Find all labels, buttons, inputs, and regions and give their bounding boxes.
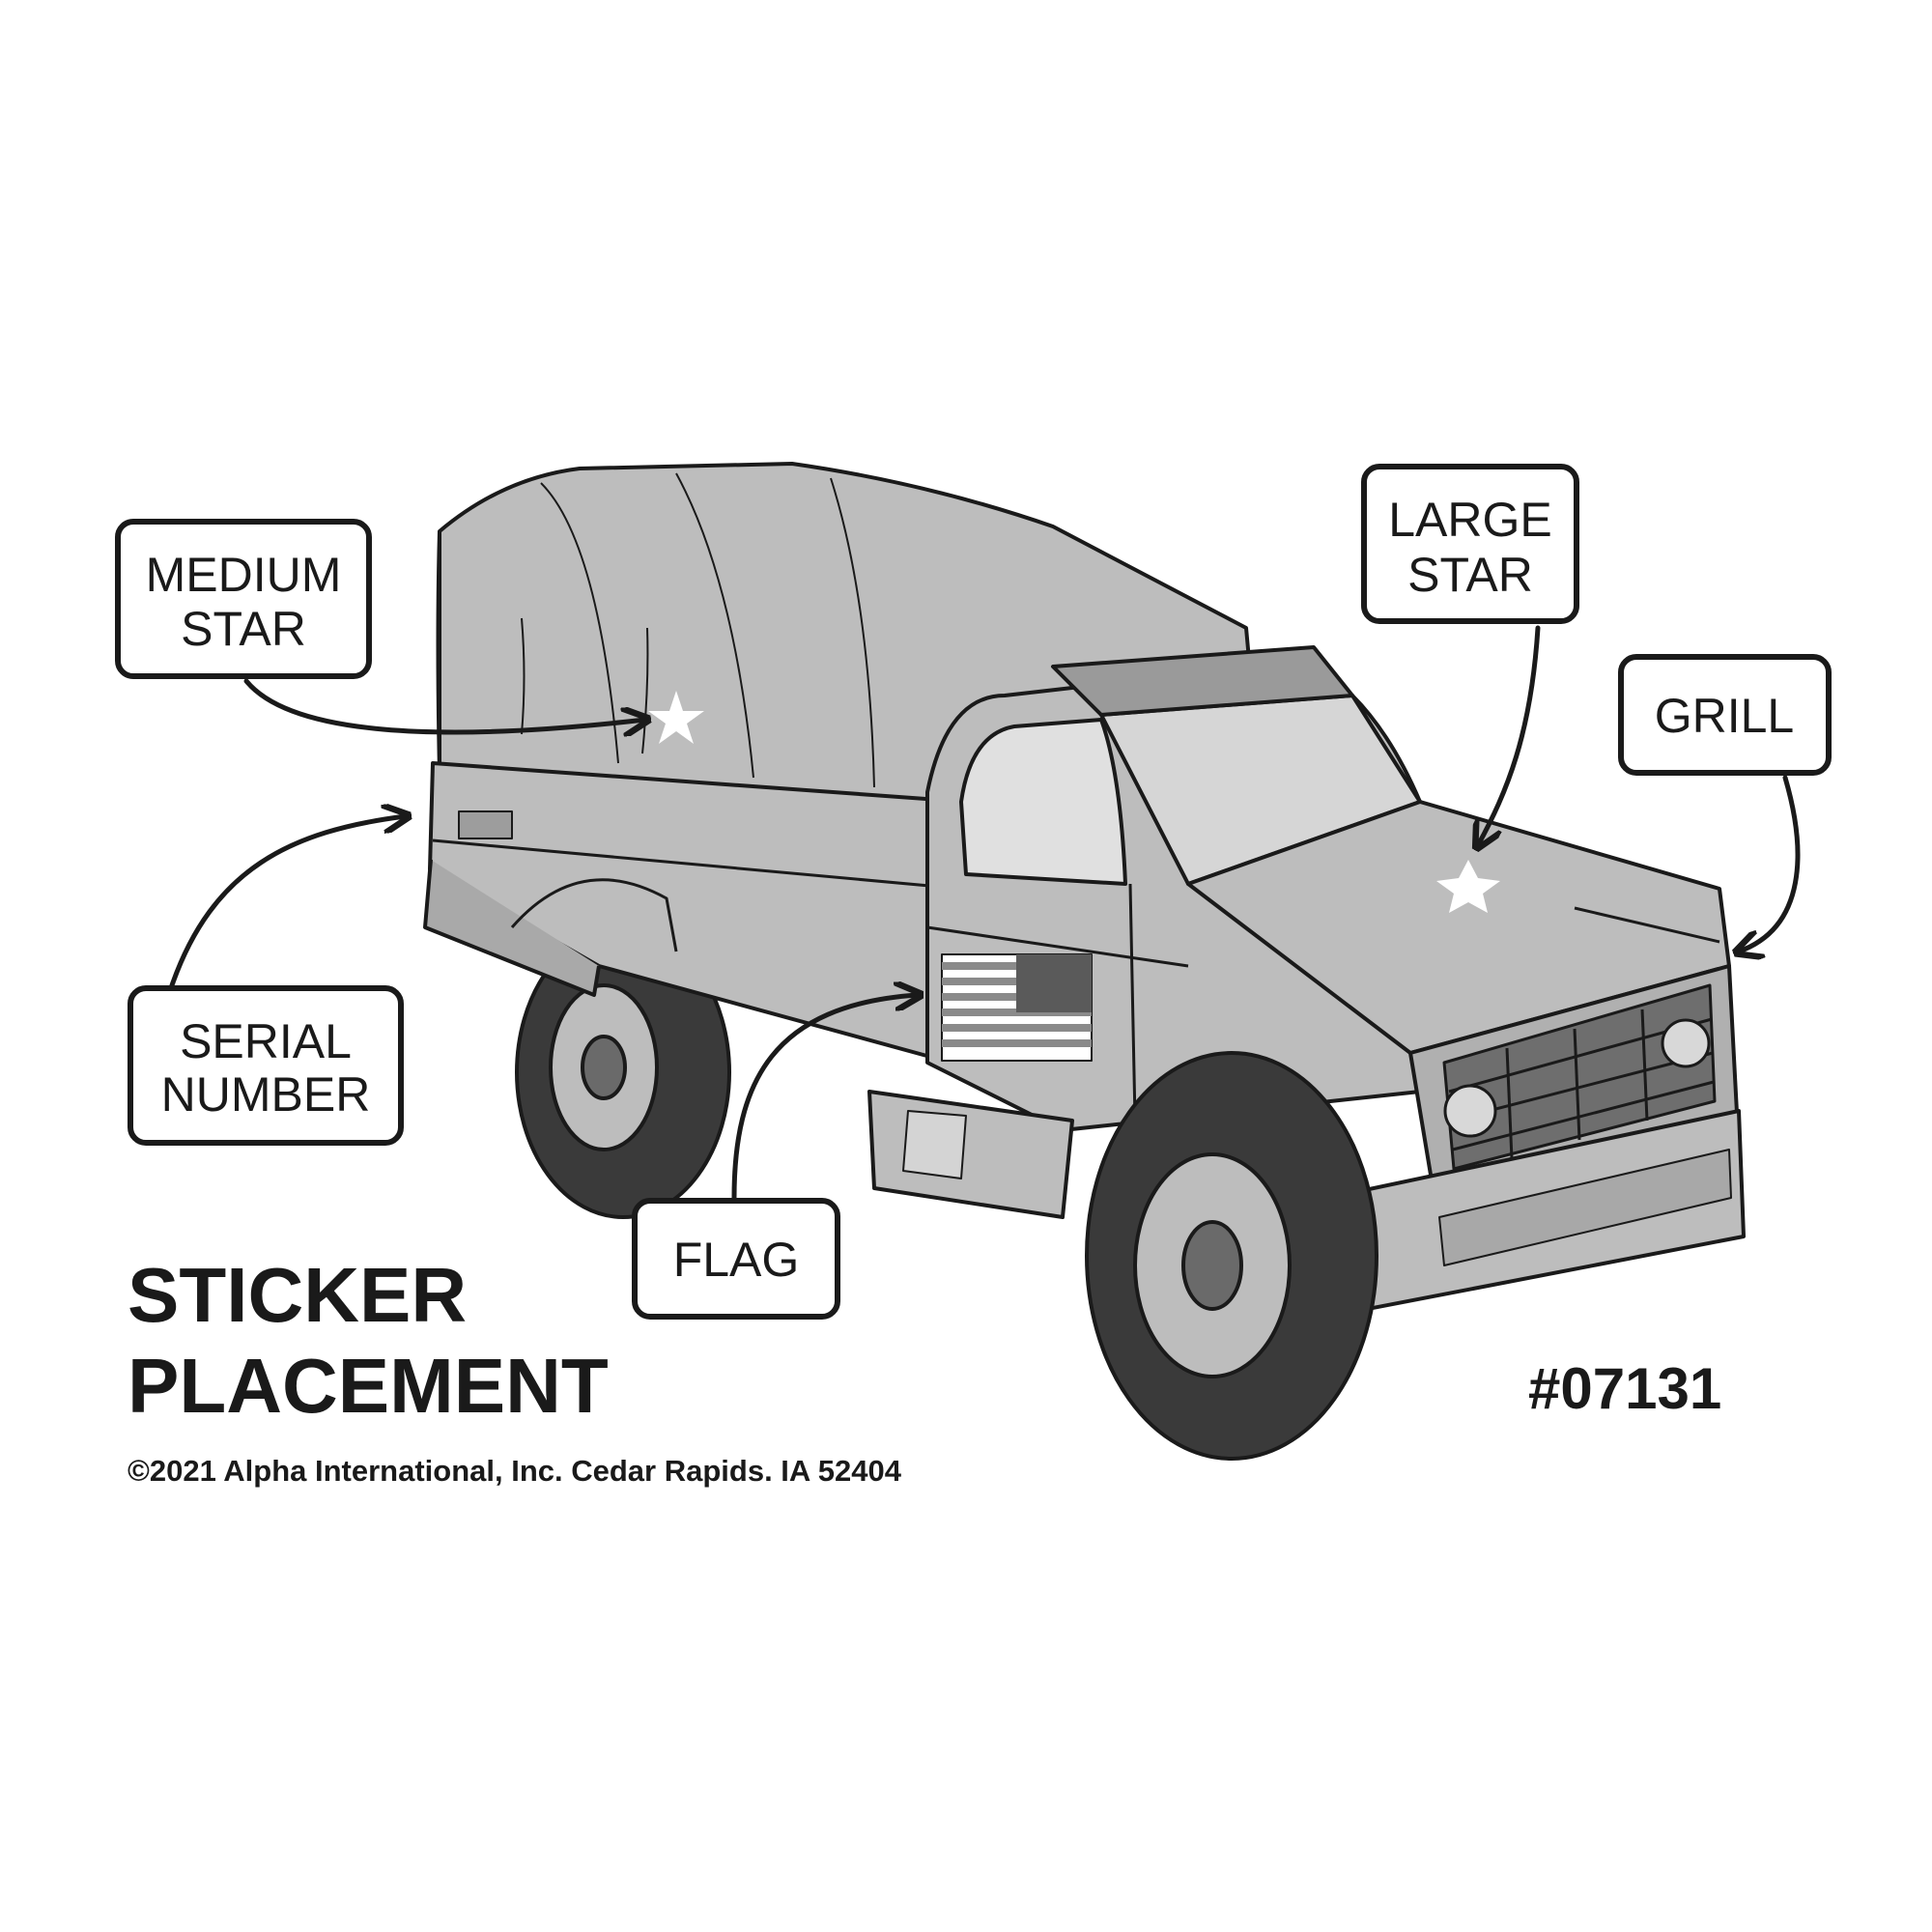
copyright-notice: ©2021 Alpha International, Inc. Cedar Ra… xyxy=(128,1454,902,1488)
callout-serial-number: SERIAL NUMBER xyxy=(128,985,404,1146)
bumper xyxy=(1326,1109,1746,1316)
hood xyxy=(1186,800,1731,1055)
callout-medium-star-line2: STAR xyxy=(181,602,306,656)
medium-star-arrow xyxy=(243,678,645,732)
leader-arrows xyxy=(169,625,1801,1201)
callout-serial-number-line2: NUMBER xyxy=(161,1067,371,1122)
part-number: #07131 xyxy=(1528,1356,1721,1421)
medium-star-icon xyxy=(648,691,704,744)
callout-medium-star: MEDIUM STAR xyxy=(115,519,372,679)
flag-sticker xyxy=(941,953,1093,1062)
callout-flag-line1: FLAG xyxy=(673,1233,800,1287)
callout-medium-star-line1: MEDIUM xyxy=(146,548,342,602)
callout-large-star-line2: STAR xyxy=(1407,548,1533,602)
callout-large-star: LARGE STAR xyxy=(1361,464,1579,624)
callout-grill: GRILL xyxy=(1618,654,1832,776)
front-wheel xyxy=(1085,1051,1378,1461)
serial-number-arrow xyxy=(169,816,406,988)
grill xyxy=(1442,983,1717,1171)
title-line2: PLACEMENT xyxy=(128,1343,609,1429)
callout-serial-number-line1: SERIAL xyxy=(180,1014,352,1068)
title-line1: STICKER xyxy=(128,1252,467,1338)
callout-large-star-line1: LARGE xyxy=(1388,493,1552,547)
truck-bed xyxy=(423,761,968,1065)
grill-arrow xyxy=(1739,775,1801,952)
callout-grill-line1: GRILL xyxy=(1655,689,1795,743)
callout-flag: FLAG xyxy=(632,1198,840,1320)
side-step xyxy=(867,1090,1074,1219)
rear-wheel xyxy=(515,925,731,1219)
large-star-arrow xyxy=(1478,625,1541,845)
flag-arrow xyxy=(731,995,918,1201)
large-star-icon xyxy=(1436,860,1500,913)
